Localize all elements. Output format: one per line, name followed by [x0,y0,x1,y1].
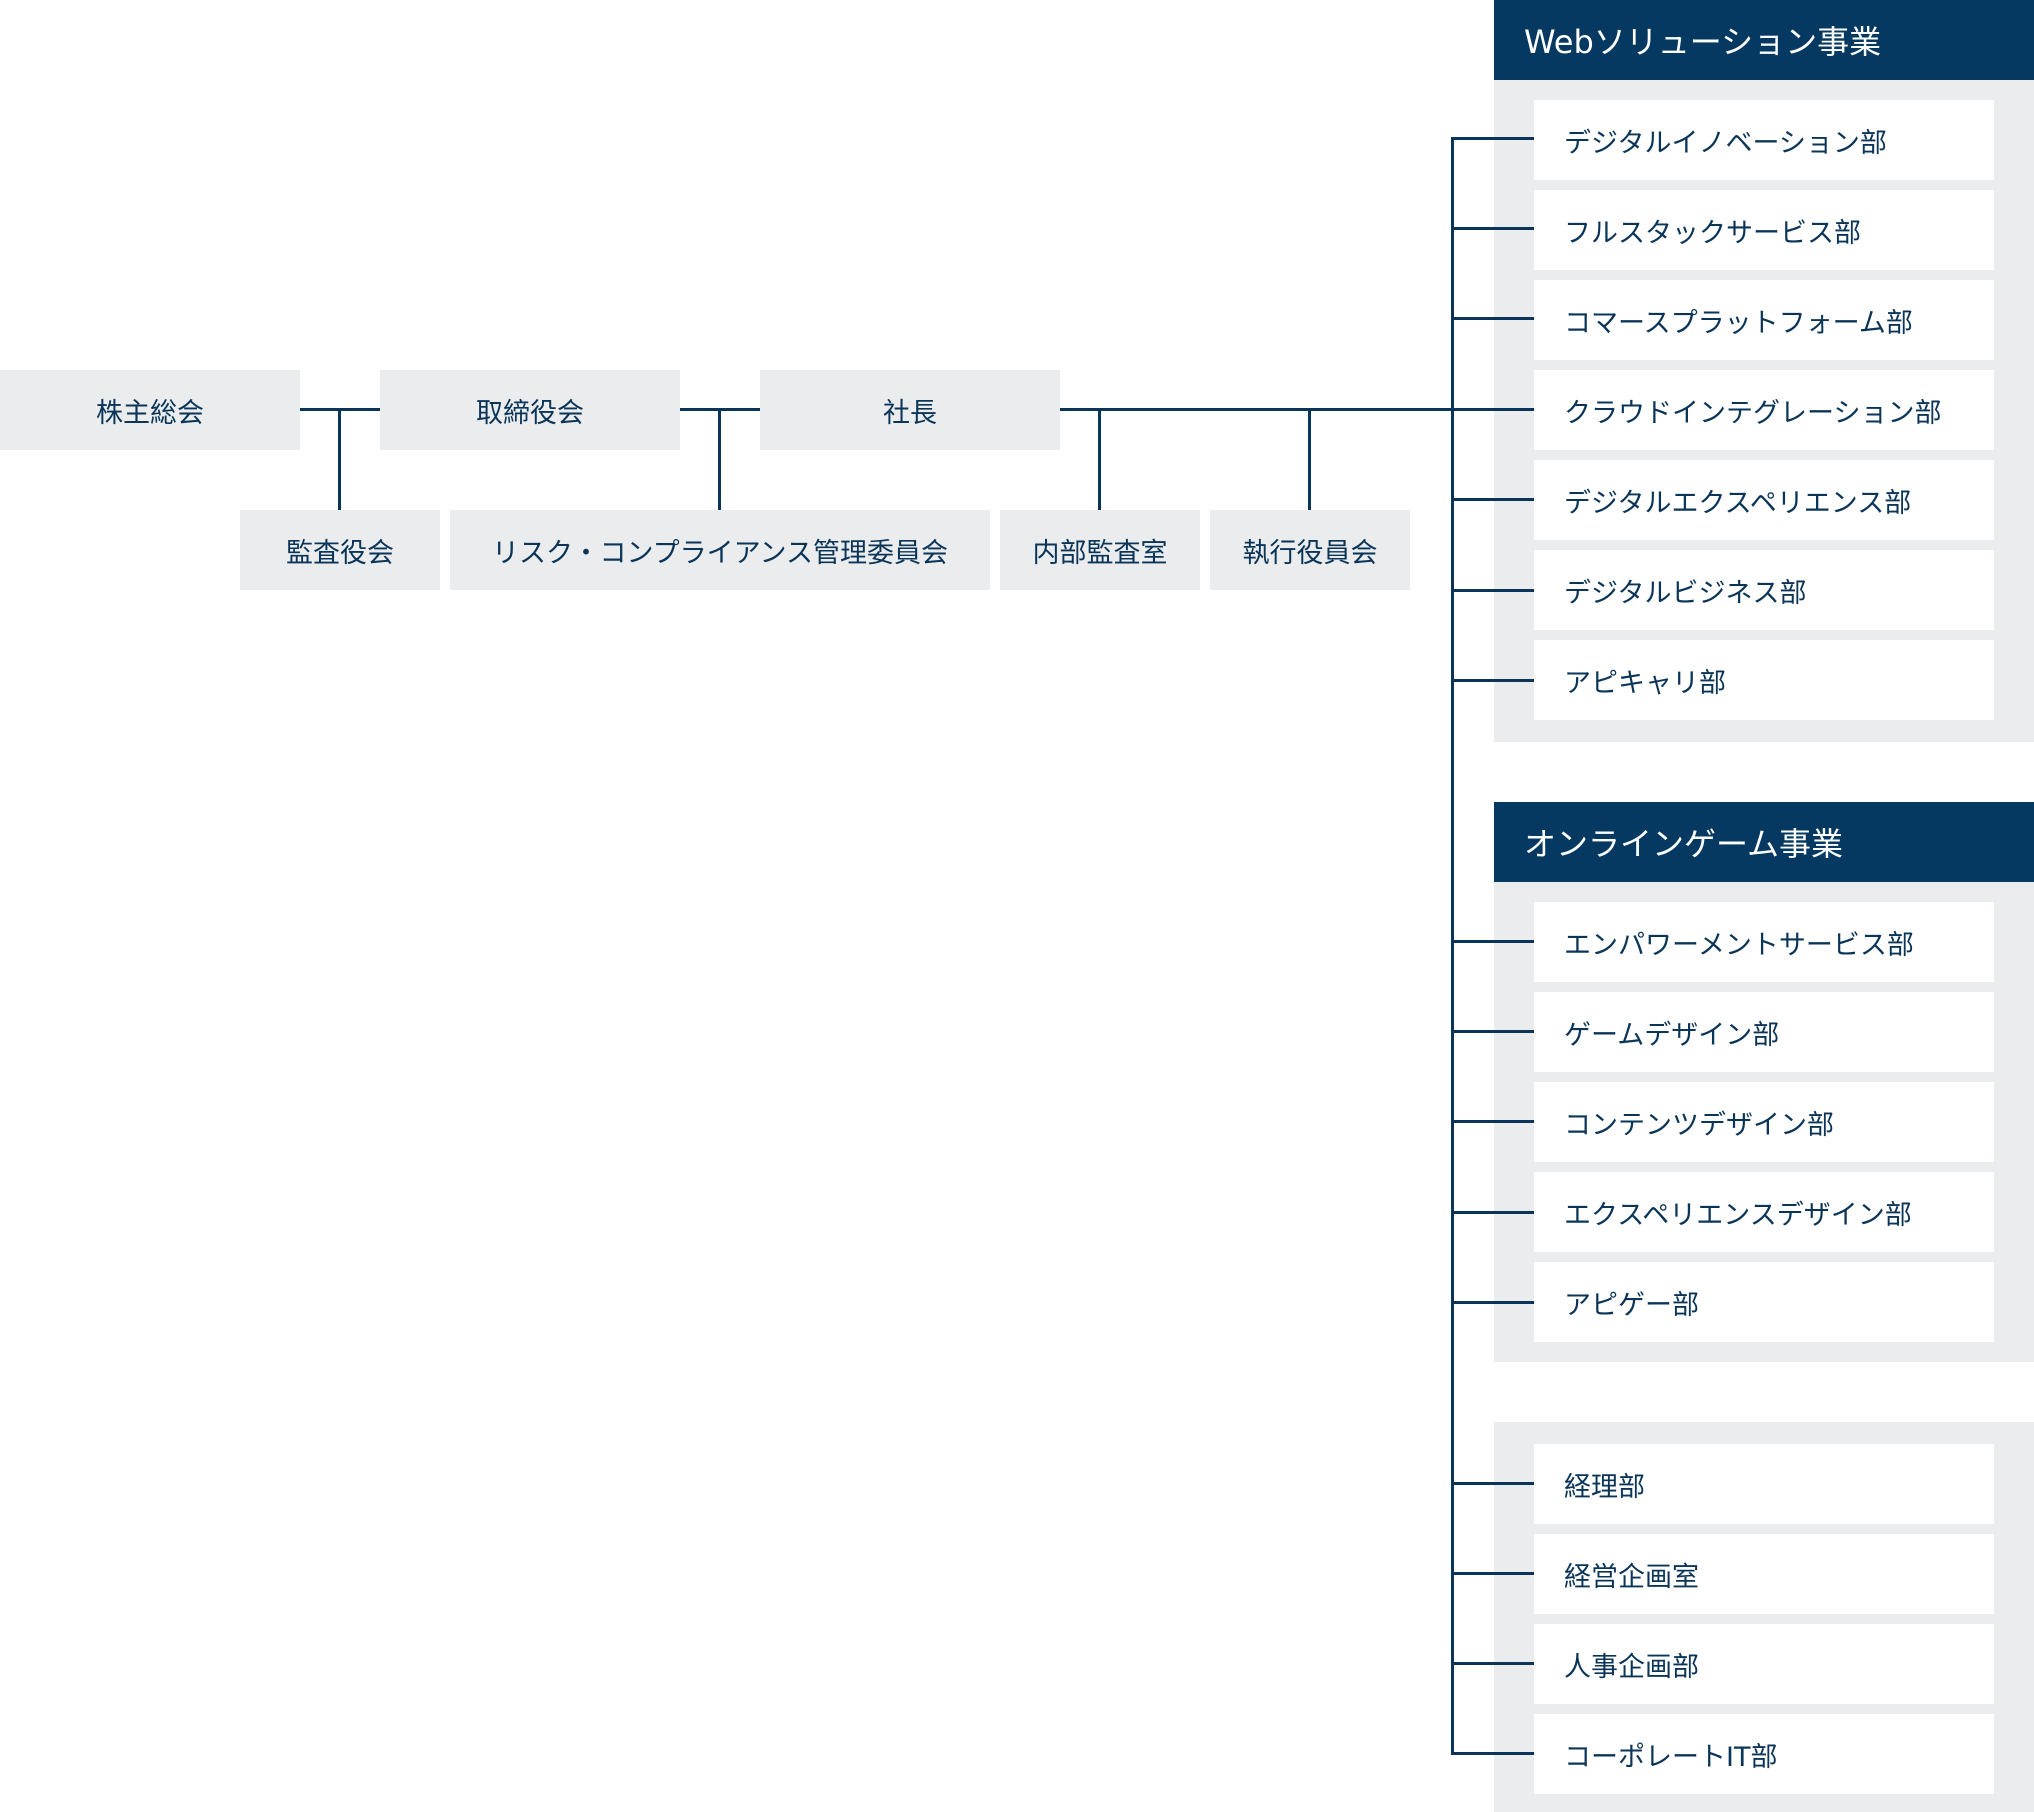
branch-line [1451,1120,1535,1123]
dept-digital-experience: デジタルエクスペリエンス部 [1534,460,1994,540]
dept-digital-innovation: デジタルイノベーション部 [1534,100,1994,180]
division-title: Webソリューション事業 [1494,0,2034,80]
branch-line [1451,1662,1535,1665]
box-board-of-directors: 取締役会 [380,370,680,450]
branch-line [1451,1030,1535,1033]
box-audit-board: 監査役会 [240,510,440,590]
dept-empowerment-service: エンパワーメントサービス部 [1534,902,1994,982]
dept-corporate-it: コーポレートIT部 [1534,1714,1994,1794]
dept-hr-planning: 人事企画部 [1534,1624,1994,1704]
dept-apige: アピゲー部 [1534,1262,1994,1342]
branch-line [1451,940,1535,943]
branch-line [1451,498,1535,501]
branch-line [1451,408,1535,411]
dept-content-design: コンテンツデザイン部 [1534,1082,1994,1162]
box-executive-officers-meeting: 執行役員会 [1210,510,1410,590]
connector-to-auditors [338,408,341,510]
branch-line [1451,1301,1535,1304]
box-internal-audit-office: 内部監査室 [1000,510,1200,590]
dept-commerce-platform: コマースプラットフォーム部 [1534,280,1994,360]
dept-game-design: ゲームデザイン部 [1534,992,1994,1072]
connector-to-internal-audit [1098,408,1101,510]
box-shareholders-meeting: 株主総会 [0,370,300,450]
box-risk-compliance-committee: リスク・コンプライアンス管理委員会 [450,510,990,590]
connector-president-trunk [1060,408,1452,411]
dept-experience-design: エクスペリエンスデザイン部 [1534,1172,1994,1252]
dept-fullstack-service: フルスタックサービス部 [1534,190,1994,270]
branch-line [1451,679,1535,682]
branch-line [1451,1572,1535,1575]
connector-to-risk-committee [718,408,721,510]
branch-line [1451,137,1535,140]
branch-line [1451,589,1535,592]
branch-line [1451,1211,1535,1214]
dept-cloud-integration: クラウドインテグレーション部 [1534,370,1994,450]
dept-accounting: 経理部 [1534,1444,1994,1524]
division-title: オンラインゲーム事業 [1494,802,2034,882]
box-president: 社長 [760,370,1060,450]
branch-line [1451,1482,1535,1485]
vertical-trunk [1451,137,1454,1755]
dept-apicari: アピキャリ部 [1534,640,1994,720]
dept-corporate-planning: 経営企画室 [1534,1534,1994,1614]
connector-to-executive-officers [1308,408,1311,510]
branch-line [1451,1752,1535,1755]
branch-line [1451,317,1535,320]
dept-digital-business: デジタルビジネス部 [1534,550,1994,630]
branch-line [1451,227,1535,230]
